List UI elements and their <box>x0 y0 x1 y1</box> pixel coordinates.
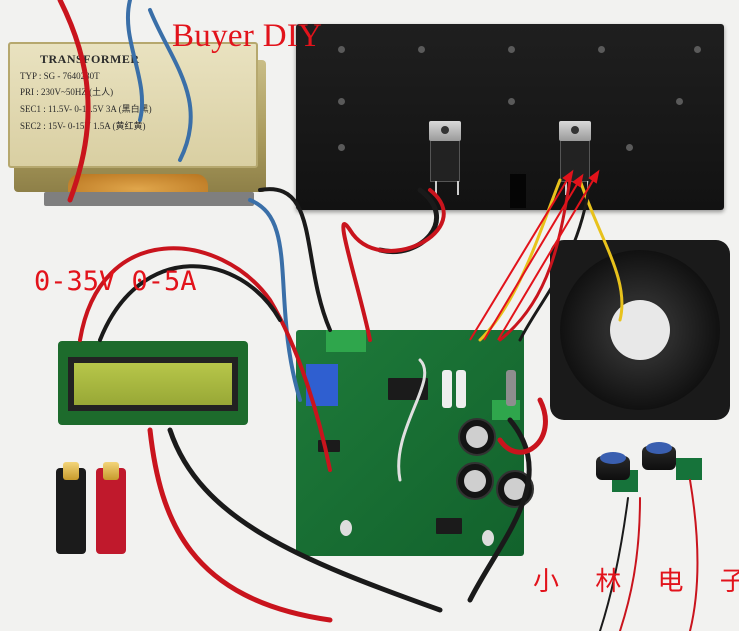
transformer-label: TRANSFORMER TYP : SG - 7640230T PRI : 23… <box>8 42 258 168</box>
heatsink-hole <box>338 98 345 105</box>
small-capacitor <box>482 530 494 546</box>
ic-chip <box>318 440 340 452</box>
heatsink-hole <box>338 46 345 53</box>
lcd-module <box>58 341 248 425</box>
transformer-label-line: PRI : 230V~50HZ (土人) <box>20 87 114 97</box>
binding-posts <box>50 462 138 556</box>
small-capacitor <box>340 520 352 536</box>
heatsink-hole <box>418 46 425 53</box>
blue-wire <box>248 198 302 402</box>
fan-hub <box>610 300 670 360</box>
cooling-fan <box>550 240 730 420</box>
resistor <box>506 370 516 406</box>
electrolytic-capacitor <box>458 418 496 456</box>
binding-post-red <box>96 462 126 554</box>
electrolytic-capacitor <box>496 470 534 508</box>
power-transistor <box>429 121 461 195</box>
heatsink-hole <box>676 98 683 105</box>
ic-chip <box>436 518 462 534</box>
potentiometer-body <box>676 458 702 480</box>
resistor <box>442 370 452 408</box>
potentiometer-knob-voltage <box>596 452 630 480</box>
pcb-board <box>296 330 534 556</box>
heatsink-hole <box>508 98 515 105</box>
spec-text: 0-35V 0-5A <box>34 266 197 297</box>
ic-chip <box>388 378 428 400</box>
lcd-glass <box>74 363 232 405</box>
transformer-base <box>44 192 254 206</box>
thermal-sensor <box>510 174 526 208</box>
transformer-label-line: TYP : SG - 7640230T <box>20 71 100 81</box>
heatsink <box>296 24 724 210</box>
red-wire <box>341 188 446 342</box>
resistor <box>456 370 466 408</box>
heatsink-hole <box>598 46 605 53</box>
shop-watermark: 小 林 电 子 <box>533 567 739 597</box>
heatsink-hole <box>626 144 633 151</box>
transformer-label-line: SEC1 : 11.5V- 0-11.5V 3A (黑白黑) <box>20 104 152 114</box>
heatsink-hole <box>338 144 345 151</box>
transformer: TRANSFORMER TYP : SG - 7640230T PRI : 23… <box>8 42 270 206</box>
power-transistor <box>559 121 591 195</box>
binding-post-black <box>56 462 86 554</box>
relay <box>306 364 338 406</box>
red-wire <box>689 479 699 631</box>
lcd-screen <box>68 357 238 411</box>
heatsink-hole <box>508 46 515 53</box>
transformer-label-line: SEC2 : 15V- 0-15V 1.5A (黄红黄) <box>20 121 146 131</box>
heatsink-hole <box>694 46 701 53</box>
electrolytic-capacitor <box>456 462 494 500</box>
potentiometer-knob-current <box>642 442 676 470</box>
brand-watermark: Buyer DIY <box>172 18 323 54</box>
screw-terminal <box>326 330 366 352</box>
black-wire <box>258 187 332 332</box>
